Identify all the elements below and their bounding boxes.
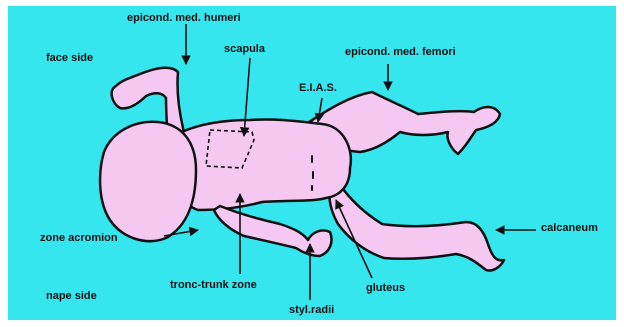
label-nape-side: nape side: [46, 290, 97, 303]
label-epicond-med-humeri: epicond. med. humeri: [127, 12, 241, 25]
label-gluteus: gluteus: [366, 282, 405, 295]
label-eias: E.I.A.S.: [299, 82, 337, 95]
lower-leg-shape: [329, 182, 504, 271]
label-zone-acromion: zone acromion: [40, 232, 118, 245]
lower-arm-shape: [214, 206, 332, 256]
label-face-side: face side: [46, 52, 93, 65]
label-styl-radii: styl.radii: [289, 304, 334, 317]
head-shape: [100, 122, 196, 241]
body-silhouette: [100, 68, 504, 271]
label-calcaneum: calcaneum: [541, 222, 598, 235]
label-epicond-med-femori: epicond. med. femori: [345, 46, 456, 59]
torso-shape: [170, 119, 351, 210]
label-tronc-trunk-zone: tronc-trunk zone: [170, 279, 257, 292]
label-scapula: scapula: [224, 43, 265, 56]
